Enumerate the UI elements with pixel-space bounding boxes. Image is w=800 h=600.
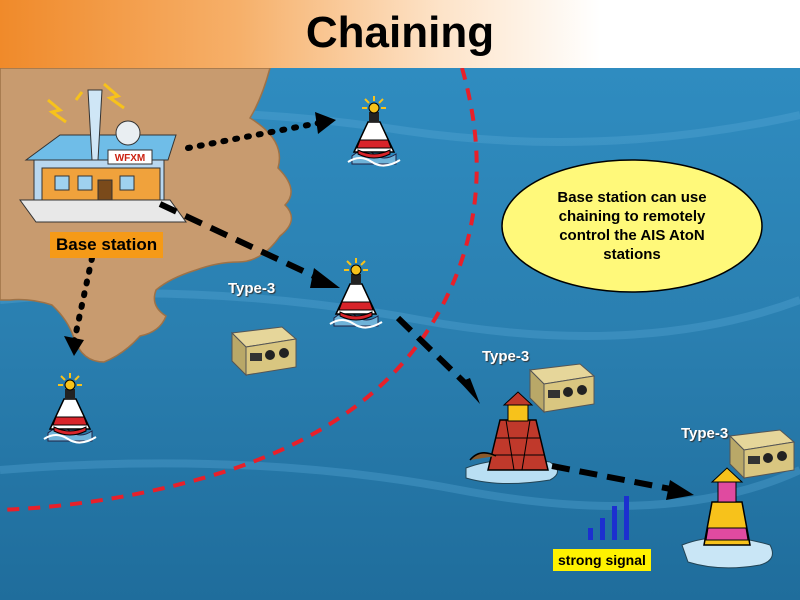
type-3-label: Type-3	[482, 348, 530, 365]
strong-signal-label: strong signal	[553, 549, 651, 571]
lighthouse-buoy-icon	[465, 391, 558, 485]
pillar-buoy-icon	[681, 467, 773, 569]
dotted-link-arrow	[185, 119, 327, 151]
callout-bubble	[501, 159, 763, 293]
type-3-label: Type-3	[228, 280, 276, 297]
dashed-chain-arrow	[551, 463, 677, 493]
dashed-chain-arrow	[158, 201, 320, 281]
range-boundary-line	[0, 67, 479, 512]
base-station-label: Base station	[50, 232, 164, 258]
title-bar	[0, 0, 800, 68]
ais-transponder-icon	[529, 363, 595, 413]
slide-title: Chaining	[305, 8, 495, 57]
ais-transponder-icon	[231, 326, 297, 376]
type-3-label: Type-3	[681, 425, 729, 442]
dotted-link-arrow	[71, 255, 95, 345]
dashed-chain-arrow	[395, 315, 471, 389]
building-sign-text: WFXM	[115, 153, 146, 164]
signal-bars-icon	[588, 496, 629, 540]
ais-transponder-icon	[729, 429, 795, 479]
callout-text: Base station can use chaining to remotel…	[557, 189, 707, 263]
radio-station-icon: WFXM	[19, 82, 187, 223]
